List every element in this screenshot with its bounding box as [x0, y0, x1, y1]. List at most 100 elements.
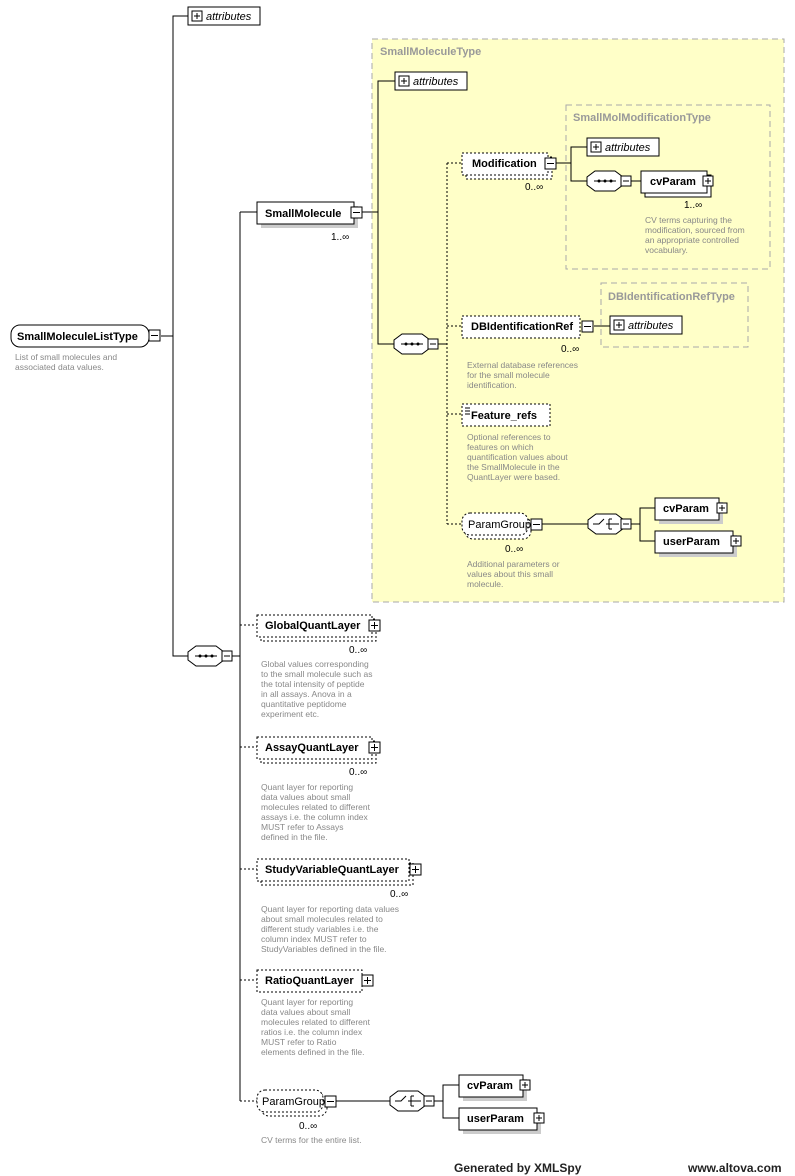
dbref-doc-line-1: External database references — [467, 360, 578, 370]
sequence-compositor-modification — [586, 170, 624, 192]
globalquant-doc-line-1: Global values corresponding — [261, 659, 369, 669]
assayquant-cardinality: 0..∞ — [349, 767, 367, 778]
collapse-icon[interactable] — [620, 175, 632, 187]
paramgroup-doc-line-3: molecule. — [467, 579, 503, 589]
collapse-icon[interactable] — [427, 338, 439, 350]
collapse-icon[interactable] — [581, 320, 594, 333]
globalquant-doc-line-2: to the small molecule such as — [261, 669, 373, 679]
svg-text:SmallMolecule: SmallMolecule — [265, 208, 341, 220]
dbref-doc-line-2: for the small molecule — [467, 370, 550, 380]
globalquant-doc-line-4: in all assays. Anova in a — [261, 689, 352, 699]
root-doc-line-1: List of small molecules and — [15, 352, 117, 362]
assayquant-doc-line-3: molecules related to different — [261, 802, 371, 812]
ratioquant-doc-line-6: elements defined in the file. — [261, 1047, 364, 1057]
svg-text:userParam: userParam — [467, 1113, 524, 1125]
cvparam-doc-line-1: CV terms capturing the — [645, 215, 732, 225]
svg-text:Modification: Modification — [472, 158, 537, 170]
ratioquant-doc-line-2: data values about small — [261, 1007, 350, 1017]
dbref-type-box — [600, 282, 749, 348]
expand-icon[interactable] — [361, 974, 374, 987]
svg-text:StudyVariableQuantLayer: StudyVariableQuantLayer — [265, 864, 400, 876]
modification-element[interactable]: Modification — [461, 152, 553, 180]
footer-generated: Generated by XMLSpy — [454, 1161, 582, 1175]
attributes-box-dbref[interactable]: attributes — [609, 315, 683, 335]
sequence-compositor-root — [187, 645, 225, 667]
attributes-box-modificationtype[interactable]: attributes — [586, 137, 660, 157]
cvparam-element-paramgroup[interactable]: cvParam — [654, 497, 723, 524]
svg-text:RatioQuantLayer: RatioQuantLayer — [265, 975, 354, 987]
svg-text:ParamGroup: ParamGroup — [468, 519, 531, 531]
paramgroup-doc-line-1: Additional parameters or — [467, 559, 560, 569]
assayquantlayer-element[interactable]: AssayQuantLayer — [256, 736, 377, 764]
feature-refs-element[interactable]: Feature_refs — [461, 403, 551, 427]
svg-text:cvParam: cvParam — [467, 1080, 513, 1092]
paramgroup-element-smallmolecule[interactable]: ParamGroup — [461, 512, 532, 540]
svg-text:cvParam: cvParam — [650, 176, 696, 188]
ratioquantlayer-element[interactable]: RatioQuantLayer — [256, 969, 363, 993]
collapse-icon[interactable] — [530, 518, 543, 531]
expand-icon[interactable] — [368, 741, 381, 754]
studyquant-doc-line-5: StudyVariables defined in the file. — [261, 944, 387, 954]
studyquant-doc-line-2: about small molecules related to — [261, 914, 383, 924]
feature-refs-doc-line-5: QuantLayer were based. — [467, 472, 560, 482]
svg-text:ParamGroup: ParamGroup — [262, 1096, 325, 1108]
expand-icon[interactable] — [702, 175, 714, 187]
assayquant-doc-line-6: defined in the file. — [261, 832, 328, 842]
choice-compositor-smallmolecule — [587, 513, 625, 535]
assayquant-doc-line-1: Quant layer for reporting — [261, 782, 353, 792]
assayquant-doc-line-2: data values about small — [261, 792, 350, 802]
studyquant-doc-line-4: column index MUST refer to — [261, 934, 367, 944]
studyvariablequantlayer-element[interactable]: StudyVariableQuantLayer — [256, 858, 414, 886]
collapse-icon[interactable] — [620, 518, 632, 530]
ratioquant-doc-line-1: Quant layer for reporting — [261, 997, 353, 1007]
collapse-icon[interactable] — [423, 1095, 435, 1107]
globalquant-doc-line-6: experiment etc. — [261, 709, 319, 719]
svg-text:attributes: attributes — [605, 142, 651, 154]
globalquant-doc-line-3: the total intensity of peptide — [261, 679, 365, 689]
feature-refs-doc-line-1: Optional references to — [467, 432, 551, 442]
feature-refs-doc-line-3: quantification values about — [467, 452, 568, 462]
expand-icon[interactable] — [730, 535, 742, 547]
feature-refs-doc-line-4: the SmallMolecule in the — [467, 462, 560, 472]
smallmolecule-cardinality: 1..∞ — [331, 232, 349, 243]
smallmolecule-type-name: SmallMoleculeType — [380, 46, 481, 58]
svg-text:userParam: userParam — [663, 536, 720, 548]
collapse-icon[interactable] — [350, 206, 363, 219]
cvparam-element-list[interactable]: cvParam — [458, 1074, 527, 1101]
svg-text:attributes: attributes — [206, 11, 252, 23]
list-paramgroup-cardinality: 0..∞ — [299, 1121, 317, 1132]
collapse-icon[interactable] — [221, 650, 233, 662]
expand-icon[interactable] — [368, 619, 381, 632]
dbidentificationref-element[interactable]: DBIdentificationRef — [461, 315, 581, 339]
globalquant-cardinality: 0..∞ — [349, 645, 367, 656]
expand-icon[interactable] — [519, 1079, 531, 1091]
root-element-smallmoleculelisttype[interactable]: SmallMoleculeListType — [10, 324, 150, 348]
svg-text:Feature_refs: Feature_refs — [471, 410, 537, 422]
paramgroup-element-list[interactable]: ParamGroup — [256, 1089, 328, 1117]
cvparam-element-modification[interactable]: cvParam — [640, 170, 712, 198]
globalquantlayer-element[interactable]: GlobalQuantLayer — [256, 614, 377, 642]
choice-compositor-list — [389, 1090, 427, 1112]
cvparam-doc-line-4: vocabulary. — [645, 245, 688, 255]
expand-icon[interactable] — [716, 502, 728, 514]
collapse-icon[interactable] — [544, 157, 557, 170]
userparam-element-list[interactable]: userParam — [458, 1107, 541, 1134]
collapse-icon[interactable] — [324, 1095, 337, 1108]
expand-icon[interactable] — [409, 863, 422, 876]
attributes-box-smallmoleculetype[interactable]: attributes — [394, 71, 468, 91]
svg-text:cvParam: cvParam — [663, 503, 709, 515]
footer-site: www.altova.com — [687, 1161, 782, 1175]
svg-text:SmallMoleculeListType: SmallMoleculeListType — [17, 331, 138, 343]
modification-cardinality: 0..∞ — [525, 182, 543, 193]
smallmolecule-element[interactable]: SmallMolecule — [256, 201, 358, 228]
list-paramgroup-doc-line-1: CV terms for the entire list. — [261, 1135, 362, 1145]
userparam-element-paramgroup[interactable]: userParam — [654, 530, 737, 557]
root-doc-line-2: associated data values. — [15, 362, 104, 372]
svg-text:attributes: attributes — [628, 320, 674, 332]
svg-text:attributes: attributes — [413, 76, 459, 88]
expand-icon[interactable] — [533, 1112, 545, 1124]
studyquant-cardinality: 0..∞ — [390, 889, 408, 900]
attributes-box-root[interactable]: attributes — [187, 6, 261, 26]
collapse-icon[interactable] — [148, 329, 161, 342]
assayquant-doc-line-5: MUST refer to Assays — [261, 822, 344, 832]
